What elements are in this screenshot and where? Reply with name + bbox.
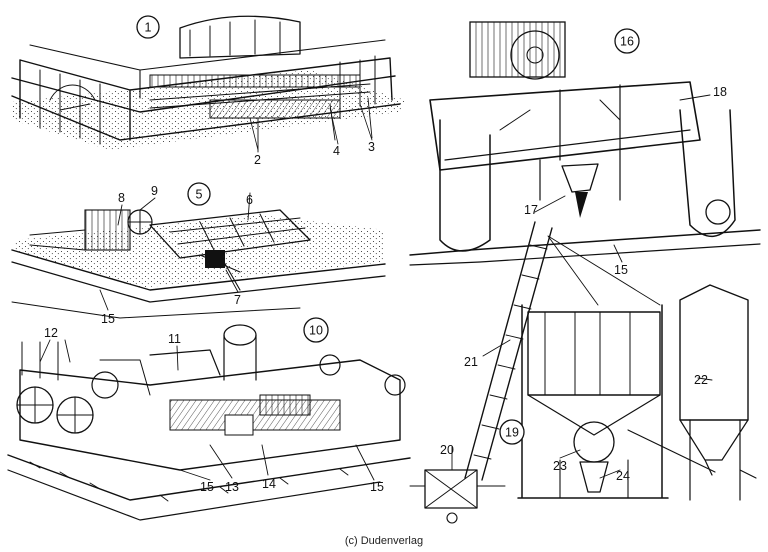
machine-panel-16 <box>409 21 761 266</box>
label-22: 22 <box>694 373 708 387</box>
label-8: 8 <box>118 191 125 205</box>
copyright-credit: (c) Dudenverlag <box>344 535 424 547</box>
panel-number-19-text: 19 <box>505 426 519 440</box>
label-20: 20 <box>440 443 454 457</box>
label-15-c: 15 <box>370 480 384 494</box>
label-12: 12 <box>44 326 58 340</box>
label-3: 3 <box>368 140 375 154</box>
label-18: 18 <box>713 85 727 99</box>
part-labels: 2 3 4 6 7 8 9 11 12 13 14 15 15 15 15 17… <box>44 85 727 494</box>
label-15-a: 15 <box>101 312 115 326</box>
label-17: 17 <box>524 203 538 217</box>
panel-number-16: 16 <box>614 28 640 54</box>
label-14: 14 <box>262 477 276 491</box>
label-23: 23 <box>553 459 567 473</box>
label-13: 13 <box>225 480 239 494</box>
leader-lines <box>39 94 713 481</box>
panel-number-5: 5 <box>187 182 211 206</box>
panel-number-10-text: 10 <box>309 324 323 338</box>
label-15-b: 15 <box>200 480 214 494</box>
panel-number-19: 19 <box>499 419 525 445</box>
panel-number-1-text: 1 <box>145 21 152 35</box>
label-15-d: 15 <box>614 263 628 277</box>
machine-panel-10 <box>7 324 411 521</box>
label-11: 11 <box>168 332 181 346</box>
machine-panel-5 <box>11 209 386 319</box>
panel-number-5-text: 5 <box>196 188 203 202</box>
label-7: 7 <box>234 293 241 307</box>
label-21: 21 <box>464 355 478 369</box>
label-6: 6 <box>246 193 253 207</box>
panel-number-10: 10 <box>303 317 329 343</box>
label-4: 4 <box>333 144 340 158</box>
machine-panel-19 <box>409 221 757 524</box>
panel-number-16-text: 16 <box>620 35 634 49</box>
label-2: 2 <box>254 153 261 167</box>
panel-number-1: 1 <box>136 15 160 39</box>
label-9: 9 <box>151 184 158 198</box>
label-24: 24 <box>616 469 630 483</box>
machine-panel-1 <box>11 15 405 151</box>
